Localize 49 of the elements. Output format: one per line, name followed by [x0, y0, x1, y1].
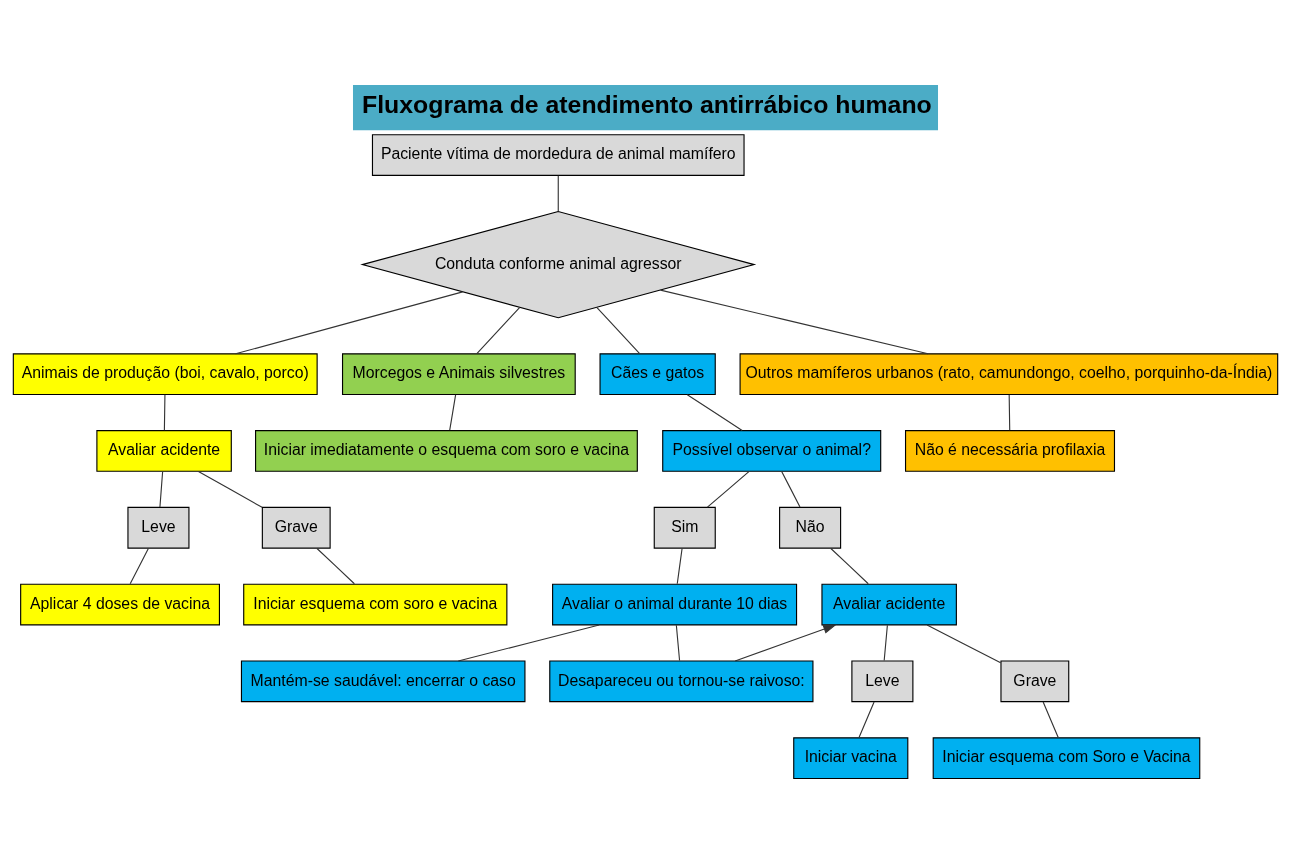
connector — [557, 174, 559, 212]
node-box: Sim — [653, 506, 716, 549]
node-box: Paciente vítima de mordedura de animal mamífero — [371, 133, 745, 176]
connector — [197, 470, 263, 508]
diagram-title: Fluxograma de atendimento antirrábico humano — [362, 90, 932, 118]
connector — [1042, 701, 1059, 738]
node-box: Avaliar o animal durante 10 dias — [552, 583, 798, 625]
connector — [129, 547, 149, 584]
connector — [163, 393, 166, 431]
connector — [316, 547, 355, 584]
node-box: Morcegos e Animais silvestres — [341, 352, 576, 395]
node-box: Avaliar acidente — [96, 429, 232, 472]
connector — [706, 470, 750, 508]
connector — [159, 470, 164, 507]
node-box: Possível observar o animal? — [662, 429, 882, 472]
connector — [883, 624, 888, 661]
connector — [476, 306, 521, 354]
node-box: Avaliar acidente — [821, 583, 957, 625]
connector — [926, 624, 1002, 663]
node-box: Desapareceu ou tornou-se raivoso: — [549, 659, 814, 702]
node-box: Iniciar imediatamente o esquema com soro e vacina — [255, 429, 638, 472]
connector — [457, 623, 600, 662]
connector — [596, 306, 641, 354]
connector — [676, 547, 683, 584]
node-box: Não é necessária profilaxia — [904, 429, 1116, 472]
node-diamond: Conduta conforme animal agressor — [360, 210, 757, 318]
node-box: Leve — [851, 659, 914, 702]
node-box: Grave — [261, 506, 331, 549]
connector — [858, 701, 875, 738]
node-box: Iniciar esquema com Soro e Vacina — [932, 736, 1201, 779]
node-box: Mantém-se saudável: encerrar o caso — [240, 659, 526, 702]
node-box: Grave — [1000, 659, 1070, 702]
arrow — [734, 624, 837, 661]
node-box: Cães e gatos — [599, 352, 716, 395]
connector — [1008, 393, 1011, 431]
connector — [830, 547, 869, 584]
node-box: Não — [779, 506, 842, 549]
node-box: Iniciar vacina — [793, 736, 909, 779]
node-box: Outros mamíferos urbanos (rato, camundongo, coelho, porquinho-da-Índia) — [739, 352, 1279, 395]
node-box: Aplicar 4 doses de vacina — [20, 583, 220, 625]
node-box: Iniciar esquema com soro e vacina — [243, 583, 508, 625]
connector — [235, 290, 464, 354]
connector — [675, 624, 681, 661]
node-box: Leve — [127, 506, 190, 549]
connector — [686, 393, 743, 431]
connector — [659, 289, 929, 354]
connector — [781, 470, 801, 507]
node-box: Animais de produção (boi, cavalo, porco) — [12, 352, 318, 395]
connector — [449, 393, 457, 431]
